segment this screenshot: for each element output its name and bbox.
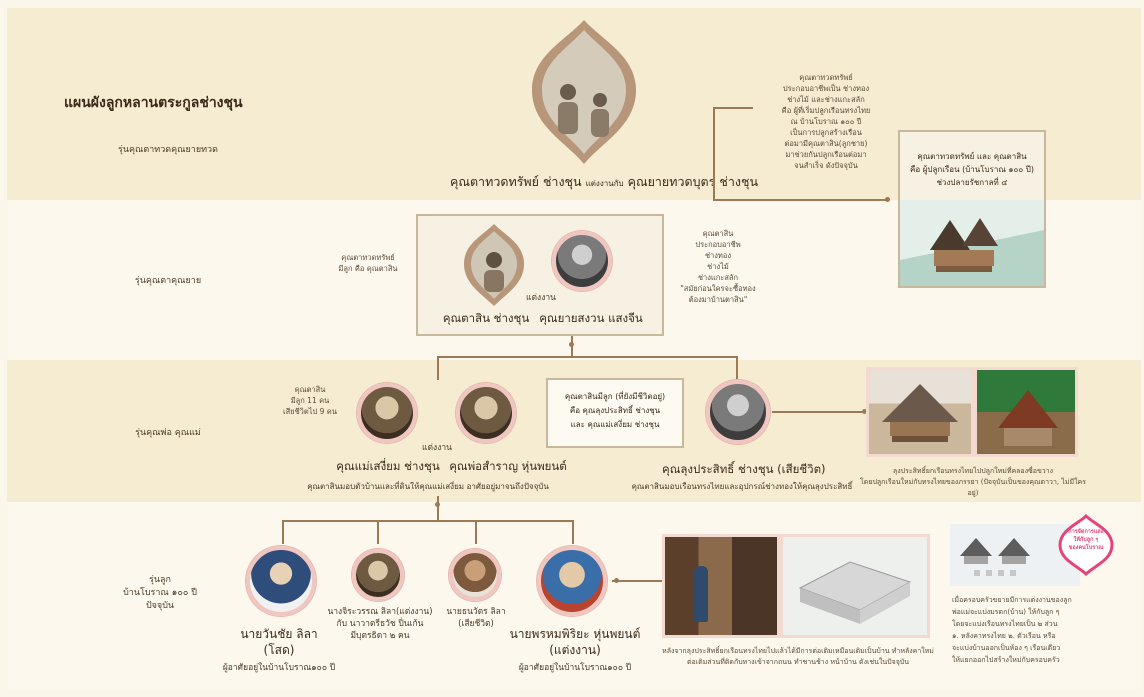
page-title: แผนผังลูกหลานตระกูลช่างชุน <box>64 95 243 111</box>
gen4-child-2-name: นางจิระวรรณ ลิลา(แต่งงาน) กับ นาวาตรีธวั… <box>327 607 433 641</box>
gen2-left-note: คุณตาทวดทรัพย์ มีลูก คือ คุณตาสิน <box>338 253 398 273</box>
gen4-house-model <box>798 561 912 624</box>
gen3-father-name: คุณพ่อสำราญ หุ่นพยนต์ <box>449 459 567 473</box>
gen3-center-box <box>546 378 684 448</box>
gen4-right-caption: เมื่อครอบครัวขยายมีการแต่งงานของลูก พ่อแ… <box>952 596 1072 664</box>
generation-label-2: รุ่นคุณตาคุณยาย <box>134 276 202 286</box>
gen3-mother-name: คุณแม่เสงี่ยม ช่างชุน <box>336 459 440 473</box>
gen3-left-note: คุณตาสิน มีลูก 11 คน เสียชีวิตไป 9 คน <box>283 385 337 416</box>
connector-gen1-horizontal <box>713 107 753 109</box>
ornate-frame-photo-gen1 <box>532 20 636 164</box>
gen4-child-4-name: นายพรหมพิริยะ หุ่นพยนต์ (แต่งงาน) <box>509 627 641 657</box>
gen3-house-illustration <box>882 384 958 442</box>
connector-gen4-to-photo <box>612 580 662 582</box>
gen1-wife-name: คุณยายทวดบุตร ช่างชุน <box>627 174 758 189</box>
gen3-uncle-name: คุณลุงประสิทธิ์ ช่างชุน (เสียชีวิต) <box>662 462 826 476</box>
portrait-gen3-mother <box>357 383 417 443</box>
generation-label-1: รุ่นคุณตาทวดคุณยายทวด <box>118 145 218 155</box>
connector-gen3-bar <box>437 356 737 358</box>
gen1-couple-line: คุณตาทวดทรัพย์ ช่างชุน แต่งงานกับ คุณยาย… <box>434 172 774 192</box>
gen3-photo-caption: ลุงประสิทธิ์ยกเรือนทรงไทยไปปลูกใหม่ที่คล… <box>860 467 1086 497</box>
connector-gen3-left <box>437 356 439 380</box>
gen4-badge-shape <box>1058 514 1114 576</box>
portrait-gen4-child-4 <box>537 546 607 616</box>
connector-dot-gen4-photo <box>614 578 619 583</box>
gen2-right-note: คุณตาสิน ประกอบอาชีพ ช่างทอง ช่างไม้ ช่า… <box>680 229 756 304</box>
gen3-couple-caption: คุณตาสินมอบตัวบ้านและที่ดินให้คุณแม่เสงี… <box>307 482 549 491</box>
connector-gen4-bar <box>282 520 574 522</box>
gen4-child-1-name: นายวันชัย ลิลา (โสด) <box>240 627 318 657</box>
gen4-photo-person <box>694 566 708 622</box>
gen4-child-1-caption: ผู้อาศัยอยู่ในบ้านโบราณ๑๐๐ ปี <box>222 663 336 673</box>
gen3-center-text: คุณตาสินมีลูก (ที่ยังมีชีวิตอยู่) คือ คุ… <box>564 392 666 429</box>
connector-gen1-right <box>713 109 715 199</box>
generation-label-3: รุ่นคุณพ่อ คุณแม่ <box>135 428 201 438</box>
portrait-gen2-wife <box>552 231 612 291</box>
gen4-split-houses <box>960 538 1030 576</box>
connector-dot-house <box>885 197 890 202</box>
gen4-child-4-caption: ผู้อาศัยอยู่ในบ้านโบราณ๑๐๐ ปี <box>518 663 632 673</box>
gen3-uncle-caption: คุณตาสินมอบเรือนทรงไทยและอุปกรณ์ช่างทองใ… <box>631 482 853 491</box>
gen3-marriage-label: แต่งงาน <box>422 443 452 453</box>
ornate-frame-photo-gen2-husband <box>464 224 524 306</box>
connector-gen4-c1 <box>282 520 284 544</box>
gen3-temple-roof <box>998 390 1058 446</box>
connector-gen4-c2 <box>377 520 379 544</box>
connector-gen4-c4 <box>572 520 574 544</box>
gen4-photo-interior <box>662 534 780 638</box>
gen1-house-illustration <box>900 200 1044 286</box>
gen2-couple-panel <box>416 214 664 336</box>
gen4-photo-caption: หลังจากลุงประสิทธิ์ยกเรือนทรงไทยไปแล้วได… <box>662 647 934 666</box>
portrait-gen3-father <box>456 383 516 443</box>
connector-dot-gen3-photo <box>862 409 867 414</box>
gen1-house-caption: คุณตาทวดทรัพย์ และ คุณตาสิน คือ ผู้ปลูกเ… <box>910 152 1034 187</box>
portrait-gen4-child-2 <box>352 549 404 601</box>
gen2-husband-name: คุณตาสิน ช่างชุน <box>442 311 530 325</box>
connector-dot-gen3 <box>435 502 440 507</box>
portrait-gen3-uncle <box>706 380 770 444</box>
gen4-badge-text: การจัดการและ ให้กับลูก ๆ ของคนโบราณ <box>1068 529 1104 551</box>
connector-gen1-to-house <box>713 199 888 201</box>
gen2-wife-name: คุณยายสงวน แสงจีน <box>539 311 643 325</box>
portrait-gen4-child-3 <box>449 549 501 601</box>
gen2-marriage-label: แต่งงาน <box>526 293 556 303</box>
gen1-husband-name: คุณตาทวดทรัพย์ ช่างชุน <box>449 174 582 189</box>
gen1-connector: แต่งงานกับ <box>585 179 624 188</box>
gen4-child-3-name: นายธนวัตร ลิลา (เสียชีวิต) <box>446 607 506 629</box>
connector-gen3-down <box>437 496 439 520</box>
connector-gen4-c3 <box>475 520 477 544</box>
portrait-gen4-child-1 <box>246 546 316 616</box>
connector-dot-gen2 <box>569 342 574 347</box>
connector-gen3-right <box>736 356 738 380</box>
connector-gen3-to-photo <box>772 411 866 413</box>
gen1-note: คุณตาทวดทรัพย์ ประกอบอาชีพเป็น ช่างทอง ช… <box>781 73 871 170</box>
generation-label-4: รุ่นลูก บ้านโบราณ ๑๐๐ ปี ปัจจุบัน <box>123 575 197 611</box>
